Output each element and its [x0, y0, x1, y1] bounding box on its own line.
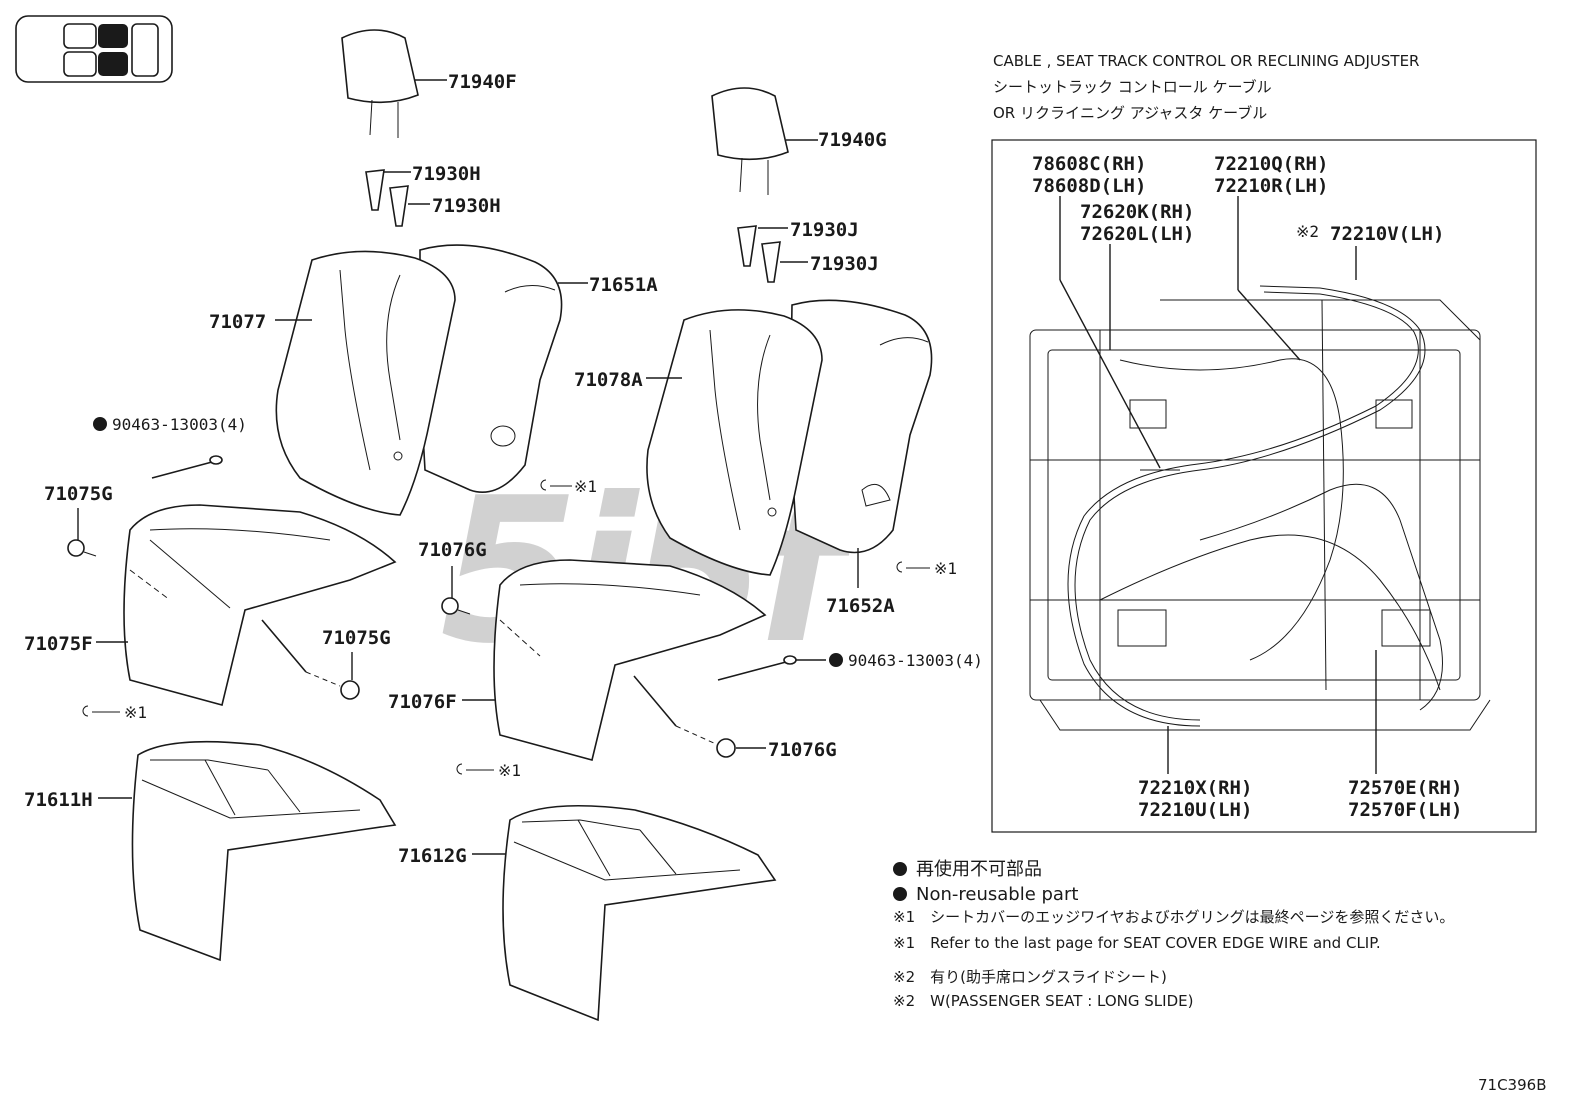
- seatback-pad-71651a: [419, 244, 563, 494]
- cushion-cover-71076f: [493, 559, 767, 761]
- svg-text:72210R(LH): 72210R(LH): [1214, 175, 1328, 197]
- svg-text:72570F(LH): 72570F(LH): [1348, 799, 1462, 821]
- label-90463-a: 90463-13003(4): [112, 415, 247, 434]
- note-marker-2: [893, 887, 907, 901]
- label-71940g: 71940G: [818, 129, 887, 151]
- note-edge-wire-jp: ※1 シートカバーのエッジワイヤおよびホグリングは最終ページを参照ください。: [893, 908, 1454, 926]
- label-71076g-b: 71076G: [768, 739, 837, 761]
- seat-cables: [1067, 285, 1443, 727]
- label-71075f: 71075F: [24, 633, 93, 655]
- svg-text:72210Q(RH): 72210Q(RH): [1214, 153, 1328, 175]
- clip-mark-3: ※1: [934, 559, 957, 578]
- inset-label-78608: 78608C(RH) 78608D(LH): [1032, 153, 1146, 197]
- seat-track-frame: [1029, 299, 1491, 731]
- clip-mark-2: ※1: [124, 703, 147, 722]
- label-71075g-a: 71075G: [44, 483, 113, 505]
- note-long-slide-jp: ※2 有り(助手席ロングスライドシート): [893, 968, 1167, 986]
- cushion-pad-71612g: [502, 804, 777, 1022]
- inset-title-line3: OR リクライニング アジャスタ ケーブル: [993, 104, 1267, 122]
- label-71076f: 71076F: [388, 691, 457, 713]
- inset-label-72210v: 72210V(LH): [1330, 223, 1444, 245]
- headrest-71940f: [341, 29, 419, 138]
- inset-label-72620: 72620K(RH) 72620L(LH): [1080, 201, 1194, 245]
- label-71075g-b: 71075G: [322, 627, 391, 649]
- cushion-pad-71611h: [131, 740, 397, 962]
- clip-mark-1: ※1: [574, 477, 597, 496]
- fastener-71075g-a: [67, 539, 97, 557]
- label-71077: 71077: [209, 311, 266, 333]
- label-71078a: 71078A: [574, 369, 643, 391]
- headrest-guide-71930h: [365, 169, 409, 227]
- hog-ring-90463-b: [717, 655, 797, 681]
- label-71930j-b: 71930J: [810, 253, 879, 275]
- svg-text:72210X(RH): 72210X(RH): [1138, 777, 1252, 799]
- label-71940f: 71940F: [448, 71, 517, 93]
- inset-title-line1: CABLE , SEAT TRACK CONTROL OR RECLINING …: [993, 52, 1419, 70]
- note-nonreusable-jp: 再使用不可部品: [916, 859, 1042, 880]
- svg-text:72210U(LH): 72210U(LH): [1138, 799, 1252, 821]
- seat-locator-icon: [15, 15, 173, 83]
- non-reusable-marker: [93, 417, 107, 431]
- inset-frame: [991, 139, 1537, 833]
- fastener-71076g-a: [441, 597, 471, 615]
- inset-title-line2: シートットラック コントロール ケーブル: [993, 78, 1272, 96]
- note-edge-wire-en: ※1 Refer to the last page for SEAT COVER…: [893, 934, 1381, 952]
- inset-label-72210v-mark: ※2: [1296, 222, 1319, 241]
- label-71612g: 71612G: [398, 845, 467, 867]
- svg-text:78608C(RH): 78608C(RH): [1032, 153, 1146, 175]
- inset-label-72210qr: 72210Q(RH) 72210R(LH): [1214, 153, 1328, 197]
- label-71611h: 71611H: [24, 789, 93, 811]
- note-nonreusable-en: Non-reusable part: [916, 884, 1078, 905]
- label-71652a: 71652A: [826, 595, 895, 617]
- svg-text:72620L(LH): 72620L(LH): [1080, 223, 1194, 245]
- seatback-cover-71078a: [646, 309, 823, 576]
- label-71651a: 71651A: [589, 274, 658, 296]
- seatback-pad-71652a: [789, 299, 933, 554]
- label-71930h-b: 71930H: [432, 195, 501, 217]
- cushion-cover-71075f: [123, 504, 397, 706]
- clip-mark-4: ※1: [498, 761, 521, 780]
- label-90463-b: 90463-13003(4): [848, 651, 983, 670]
- svg-text:78608D(LH): 78608D(LH): [1032, 175, 1146, 197]
- rod-right: [633, 675, 736, 758]
- hog-ring-90463: [151, 455, 223, 479]
- seatback-cover-71077: [275, 250, 456, 516]
- headrest-71940g: [711, 87, 789, 195]
- headrest-guide-71930j: [737, 225, 781, 283]
- figure-code: 71C396B: [1478, 1076, 1546, 1094]
- non-reusable-marker-2: [829, 653, 843, 667]
- inset-label-72570: 72570E(RH) 72570F(LH): [1348, 777, 1462, 821]
- rod-left: [261, 619, 360, 700]
- svg-text:72620K(RH): 72620K(RH): [1080, 201, 1194, 223]
- label-71930h-a: 71930H: [412, 163, 481, 185]
- note-long-slide-en: ※2 W(PASSENGER SEAT : LONG SLIDE): [893, 992, 1193, 1010]
- label-71076g-a: 71076G: [418, 539, 487, 561]
- inset-label-72210xu: 72210X(RH) 72210U(LH): [1138, 777, 1252, 821]
- note-marker-1: [893, 862, 907, 876]
- svg-text:72570E(RH): 72570E(RH): [1348, 777, 1462, 799]
- label-71930j-a: 71930J: [790, 219, 859, 241]
